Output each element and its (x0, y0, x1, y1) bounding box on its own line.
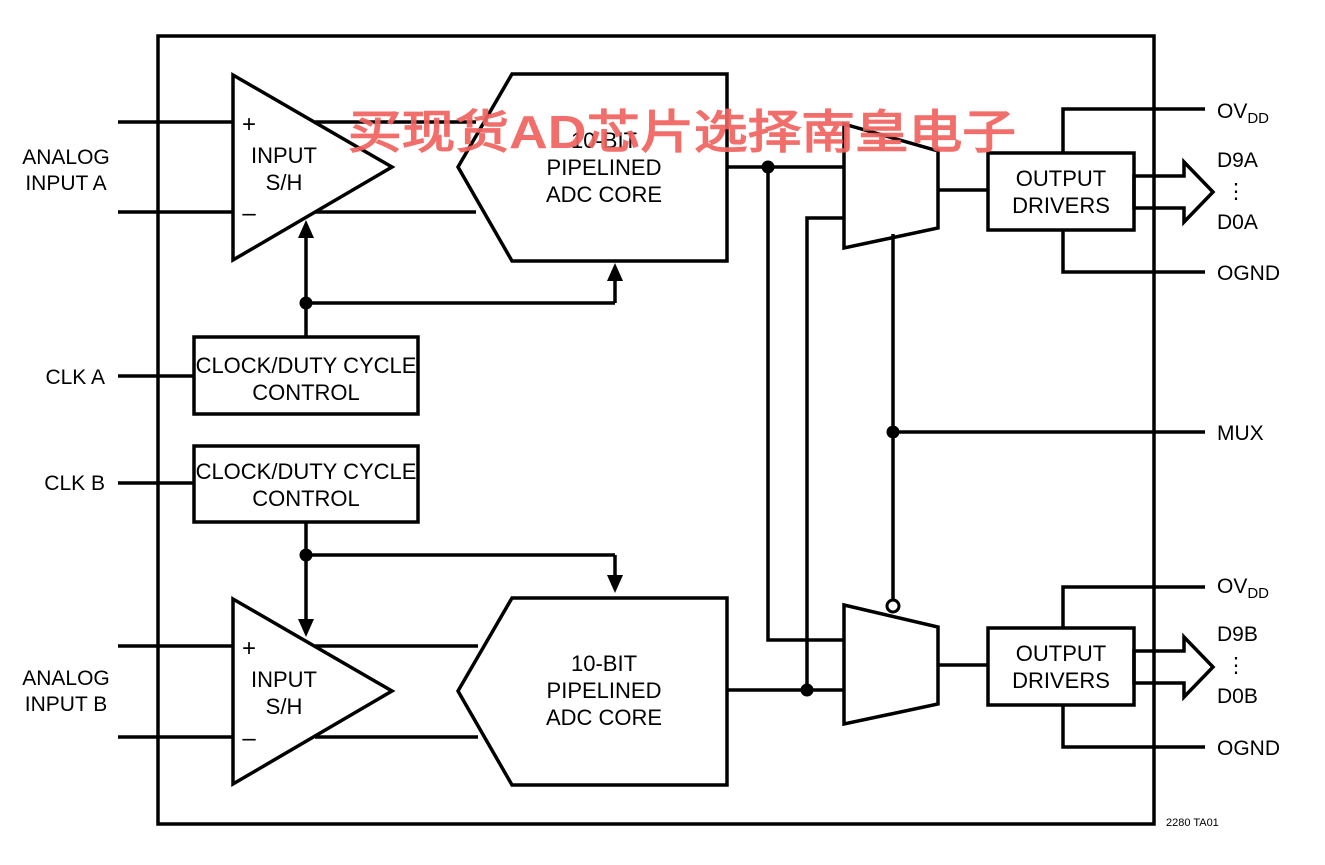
mux-label: MUX (1217, 422, 1264, 445)
adc-a-label-3: ADC CORE (546, 182, 662, 207)
drivers-b-label-2: DRIVERS (1012, 668, 1110, 693)
clock-control-a-label-2: CONTROL (252, 380, 360, 405)
clock-control-a-label-1: CLOCK/DUTY CYCLE (196, 353, 417, 378)
adc-core-b (455, 596, 729, 787)
adc-a-label-1: 10-BIT (571, 128, 637, 153)
junction-clk-b (299, 548, 313, 562)
junction-adc-a-out (761, 160, 775, 174)
junction-clk-a (299, 296, 313, 310)
mux-a (842, 121, 940, 251)
clock-control-a (192, 335, 420, 416)
ovdd-b-label: OVDD (1217, 575, 1269, 602)
sh-a-label-1: INPUT (251, 143, 317, 168)
sh-b-minus: – (242, 725, 256, 752)
analog-input-b-label-1: ANALOG (22, 667, 110, 690)
inversion-bubble (885, 598, 901, 614)
sh-b-label-2: S/H (266, 694, 303, 719)
arrow-clk-to-sh-b (298, 619, 314, 637)
sh-amplifier-a (231, 71, 396, 264)
sh-a-minus: – (242, 200, 256, 227)
clk-a-label: CLK A (45, 366, 105, 389)
drivers-a-label-2: DRIVERS (1012, 193, 1110, 218)
arrow-clk-to-sh-a (298, 220, 314, 238)
bus-b-dots: ⋮ (1226, 654, 1247, 677)
clk-b-label: CLK B (44, 472, 105, 495)
arrow-clk-to-adc-b (607, 575, 623, 593)
sh-b-label-1: INPUT (251, 667, 317, 692)
output-drivers-b (986, 626, 1136, 707)
clock-control-b-label-2: CONTROL (252, 486, 360, 511)
sh-amplifier-b (231, 595, 396, 788)
d9b-label: D9B (1217, 623, 1258, 646)
ognd-b-label: OGND (1217, 737, 1280, 760)
mux-b (842, 602, 940, 727)
drivers-b-label-1: OUTPUT (1016, 641, 1106, 666)
junction-mux-select (886, 425, 900, 439)
bus-a-dots: ⋮ (1226, 180, 1247, 203)
arrow-clk-to-adc-a (607, 263, 623, 281)
d0b-label: D0B (1217, 685, 1258, 708)
sh-a-plus: + (242, 111, 256, 138)
clock-control-b-label-1: CLOCK/DUTY CYCLE (196, 459, 417, 484)
chip-outline (156, 34, 1156, 826)
adc-b-label-2: PIPELINED (547, 678, 662, 703)
sh-b-plus: + (242, 635, 256, 662)
ovdd-a-label: OVDD (1217, 100, 1269, 127)
drivers-a-label-1: OUTPUT (1016, 166, 1106, 191)
adc-b-label-3: ADC CORE (546, 705, 662, 730)
adc-core-a (455, 72, 729, 263)
junction-adc-b-out (800, 683, 814, 697)
output-drivers-a (986, 151, 1136, 232)
output-bus-arrow-a (1132, 157, 1216, 227)
analog-input-a-label-1: ANALOG (22, 146, 110, 169)
output-bus-arrow-b (1132, 632, 1216, 702)
ognd-a-label: OGND (1217, 262, 1280, 285)
analog-input-b-label-2: INPUT B (25, 693, 107, 716)
watermark-text: 买现货AD芯片选择南皇电子 (348, 106, 1016, 158)
d9a-label: D9A (1217, 149, 1258, 172)
analog-input-a-label-2: INPUT A (25, 172, 106, 195)
sh-a-label-2: S/H (266, 170, 303, 195)
adc-a-label-2: PIPELINED (547, 155, 662, 180)
d0a-label: D0A (1217, 211, 1258, 234)
adc-b-label-1: 10-BIT (571, 651, 637, 676)
figure-id: 2280 TA01 (1166, 817, 1219, 829)
